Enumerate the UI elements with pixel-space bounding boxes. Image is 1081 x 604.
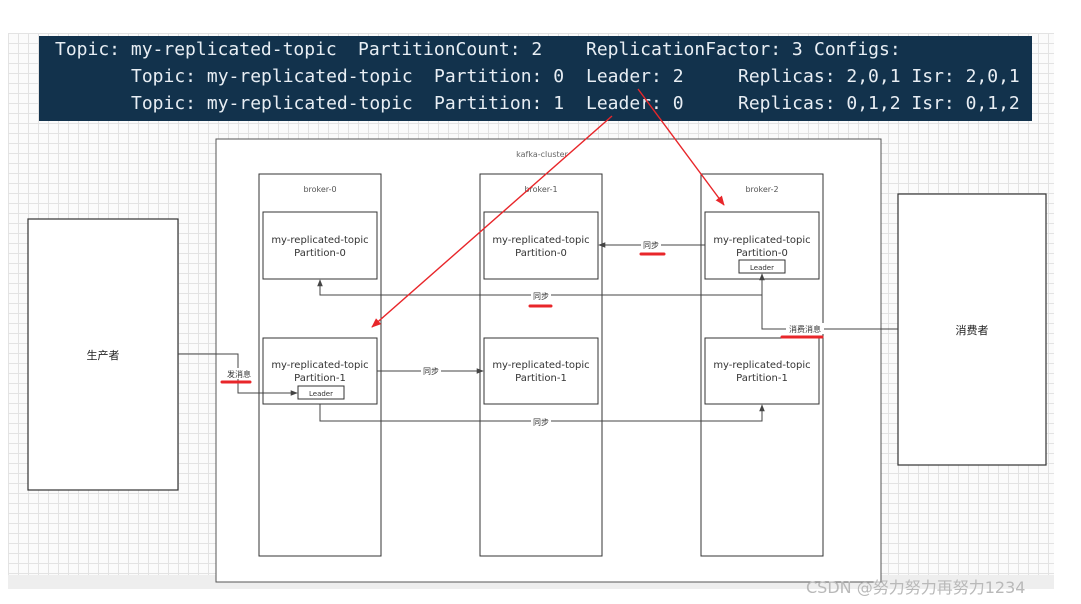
- replicas-isr: Replicas: 0,1,2 Isr: 0,1,2: [738, 93, 1020, 114]
- watermark: CSDN @努力努力再努力1234: [806, 578, 1026, 597]
- leader-tag-label: Leader: [309, 390, 333, 398]
- leader-tag-label: Leader: [750, 264, 774, 272]
- partition-id: Partition-0: [515, 248, 567, 259]
- leader-id: Leader: 0: [586, 93, 684, 114]
- broker-1-partition-0: [483, 211, 599, 280]
- terminal-output: Topic: my-replicated-topic PartitionCoun…: [39, 36, 1032, 121]
- sync-label-bg: [421, 365, 441, 376]
- partition-id: Partition-1: [515, 373, 567, 384]
- topic-summary: Topic: my-replicated-topic: [55, 39, 337, 60]
- leader-tag: [297, 385, 345, 400]
- terminal-line-3: Topic: my-replicated-topic Partition: 1 …: [39, 90, 1032, 117]
- partition-id: Partition-1: [294, 373, 346, 384]
- partition-id: Partition: 1: [434, 93, 565, 114]
- replicas-isr: Replicas: 2,0,1 Isr: 2,0,1: [738, 66, 1020, 87]
- sync-label-bg: [531, 290, 551, 301]
- partition-topic: my-replicated-topic: [271, 360, 368, 371]
- sync-label: 同步: [423, 367, 439, 376]
- topic-name: Topic: my-replicated-topic: [131, 93, 413, 114]
- broker-1-label: broker-1: [524, 185, 557, 194]
- leader-tag: [738, 259, 786, 274]
- sync-label: 同步: [643, 241, 659, 250]
- broker-2-partition-1: [704, 337, 820, 405]
- partition-count: PartitionCount: 2: [358, 39, 543, 60]
- broker-0-partition-0: [262, 211, 378, 280]
- leader-2-pointer: [637, 88, 725, 206]
- leader-0-pointer: [371, 115, 613, 328]
- terminal-line-1: Topic: my-replicated-topic PartitionCoun…: [39, 36, 1032, 63]
- sync-label: 同步: [533, 292, 549, 301]
- partition-id: Partition: 0: [434, 66, 565, 87]
- partition-topic: my-replicated-topic: [492, 235, 589, 246]
- kafka-cluster-label: kafka-cluster: [516, 150, 568, 159]
- consume-label-bg: [786, 323, 824, 334]
- sync-label-bg: [531, 416, 551, 427]
- configs: Configs:: [814, 39, 901, 60]
- sync-label: 同步: [533, 418, 549, 427]
- send-label: 发消息: [227, 369, 251, 379]
- consumer-box: [897, 193, 1047, 466]
- broker-2-label: broker-2: [745, 185, 778, 194]
- partition-topic: my-replicated-topic: [492, 360, 589, 371]
- producer-box: [27, 218, 179, 491]
- partition-topic: my-replicated-topic: [713, 235, 810, 246]
- replication-factor: ReplicationFactor: 3: [586, 39, 803, 60]
- partition-id: Partition-1: [736, 373, 788, 384]
- topic-name: Topic: my-replicated-topic: [131, 66, 413, 87]
- consume-arrow: [759, 273, 898, 330]
- red-pointer-arrows: [371, 88, 725, 328]
- consumer-label: 消费者: [956, 323, 989, 337]
- leader-id: Leader: 2: [586, 66, 684, 87]
- partition-id: Partition-0: [736, 248, 788, 259]
- red-annotations: [220, 252, 824, 384]
- partition-topic: my-replicated-topic: [271, 235, 368, 246]
- sync-label-bg: [641, 239, 661, 250]
- broker-0-label: broker-0: [303, 185, 336, 194]
- partition-id: Partition-0: [294, 248, 346, 259]
- terminal-line-2: Topic: my-replicated-topic Partition: 0 …: [39, 63, 1032, 90]
- producer-label: 生产者: [87, 348, 120, 362]
- consume-label: 消费消息: [789, 324, 821, 334]
- broker-1-partition-1: [483, 337, 599, 405]
- send-label-bg: [225, 368, 253, 379]
- partition-topic: my-replicated-topic: [713, 360, 810, 371]
